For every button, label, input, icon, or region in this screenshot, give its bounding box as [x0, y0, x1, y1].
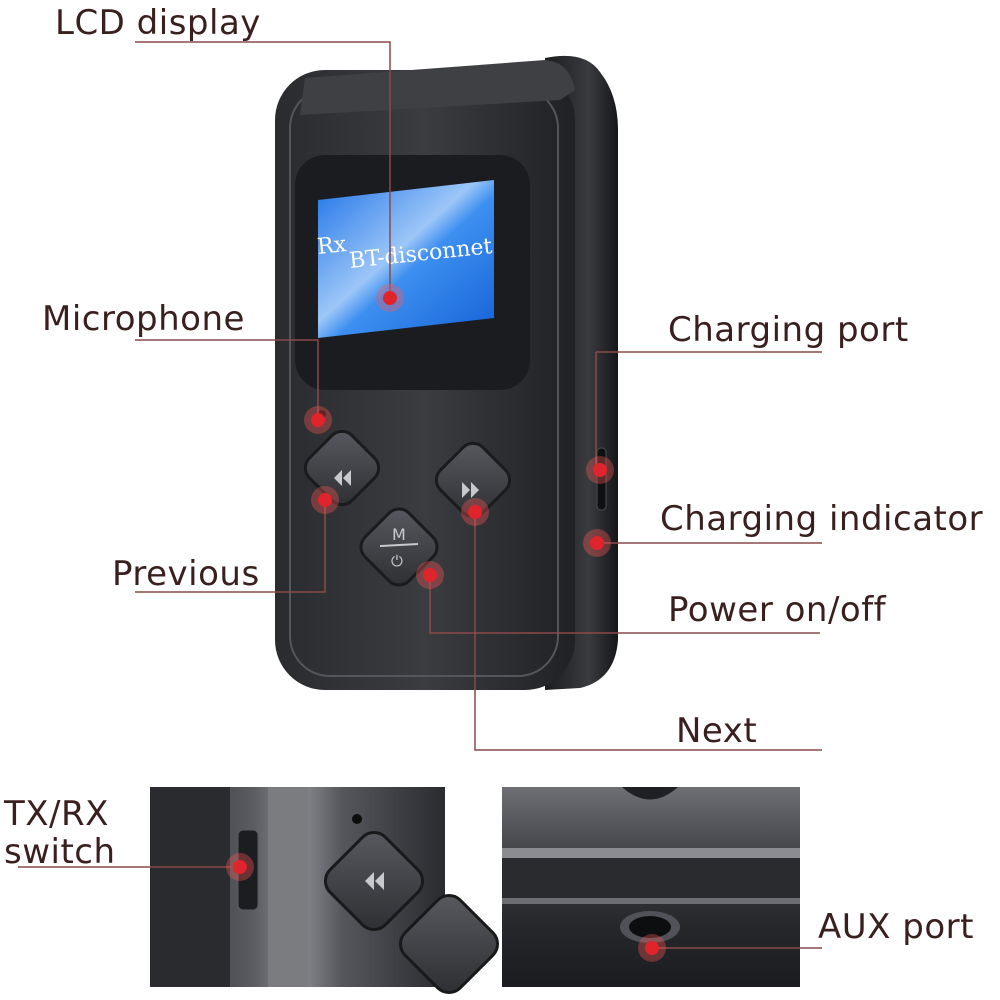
- power-icon: ⏻: [391, 552, 403, 570]
- label-microphone: Microphone: [42, 299, 245, 339]
- leader-lines: [18, 41, 822, 949]
- mode-button-letter: M: [392, 525, 406, 544]
- previous-button[interactable]: [300, 426, 385, 511]
- device-main: [275, 55, 618, 691]
- next-button[interactable]: [431, 438, 516, 523]
- detail-tx-rx-panel: [150, 787, 500, 995]
- lcd-screen: Rx BT-disconnet: [316, 180, 494, 338]
- label-charging-port: Charging port: [668, 310, 909, 350]
- label-charging-indicator: Charging indicator: [660, 499, 984, 539]
- next-icon: [462, 482, 479, 498]
- label-lcd-display: LCD display: [55, 3, 261, 43]
- previous-icon: [334, 470, 351, 486]
- power-mode-button[interactable]: M ⏻: [355, 503, 443, 591]
- callout-markers: [226, 284, 666, 962]
- label-next: Next: [676, 711, 758, 751]
- screen-mode-text: Rx: [316, 232, 348, 260]
- label-aux-port: AUX port: [818, 907, 974, 947]
- label-tx-rx-line1: TX/RX: [4, 794, 109, 834]
- label-previous: Previous: [112, 554, 260, 594]
- label-power: Power on/off: [668, 590, 887, 630]
- label-tx-rx-line2: switch: [4, 832, 116, 872]
